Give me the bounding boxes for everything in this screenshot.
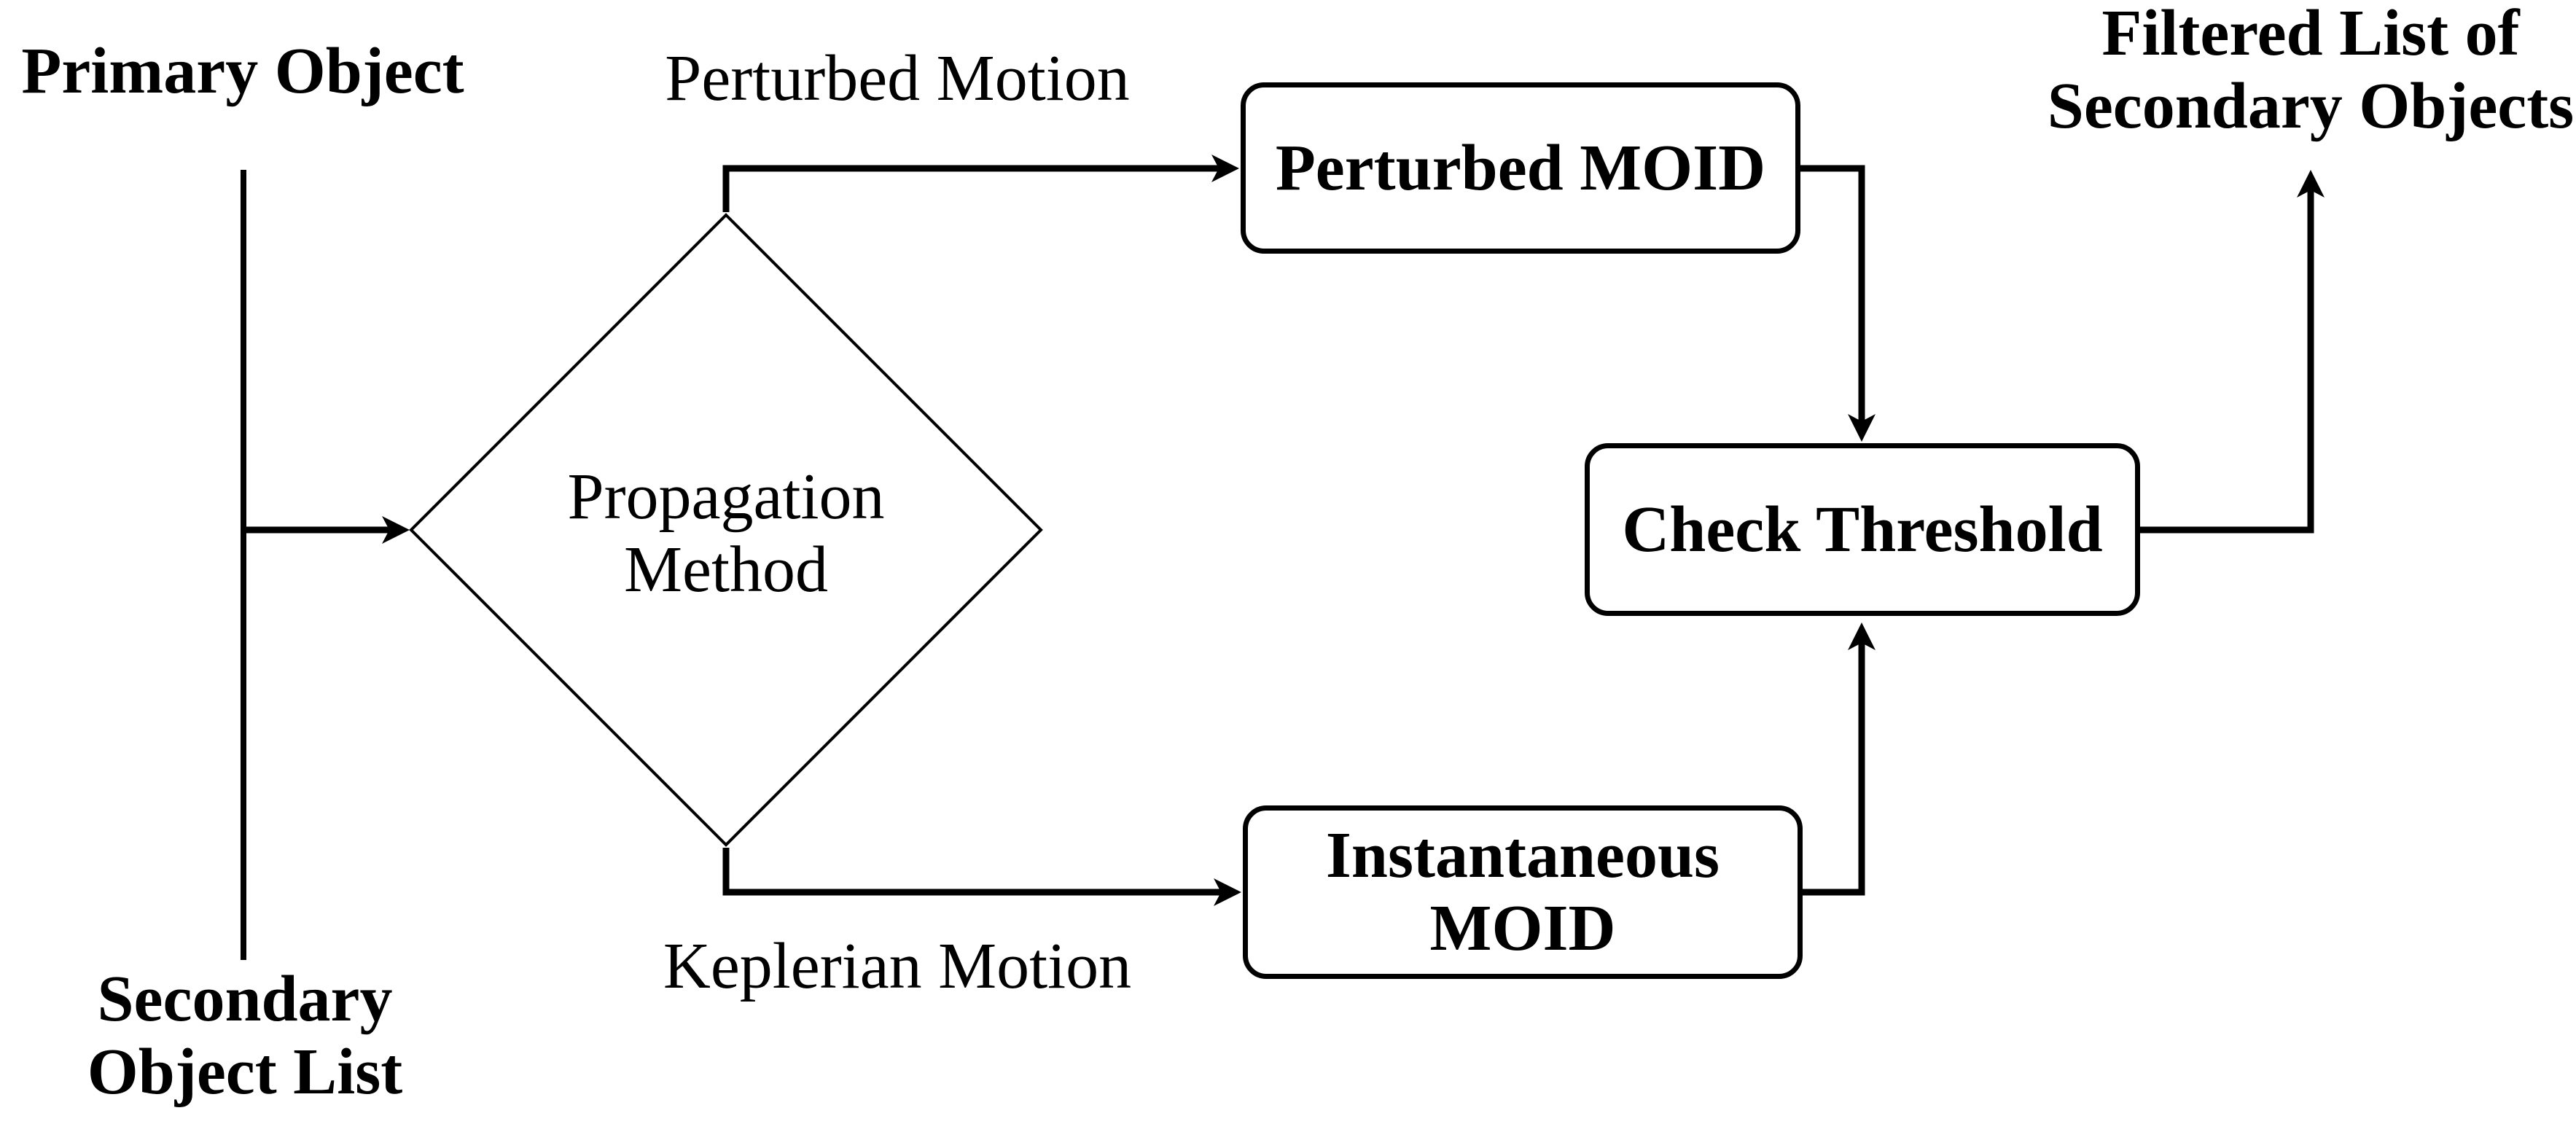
perturbed-motion-text: Perturbed Motion	[665, 42, 1130, 114]
primary-object-label: Primary Object	[21, 35, 464, 108]
arrow-check-to-output	[2138, 189, 2314, 534]
perturbed-moid-node: Perturbed MOID	[1241, 82, 1800, 254]
filtered-list-label: Filtered List of Secondary Objects	[2048, 0, 2574, 143]
propagation-method-label: Propagation Method	[568, 461, 885, 606]
keplerian-motion-label: Keplerian Motion	[663, 930, 1131, 1003]
secondary-object-list-line2: Object List	[87, 1036, 403, 1108]
arrow-perturbed-moid-to-check	[1799, 165, 1865, 423]
check-threshold-node: Check Threshold	[1585, 443, 2140, 616]
filtered-list-line2: Secondary Objects	[2047, 70, 2575, 142]
arrow-decision-to-perturbed-moid	[722, 165, 1220, 212]
decision-diamond-shape	[409, 213, 1043, 847]
arrowhead-check-to-output	[2297, 170, 2325, 198]
arrowhead-decision-to-perturbed-moid	[1211, 155, 1239, 182]
arrowhead-decision-to-instantaneous-moid	[1214, 878, 1241, 906]
primary-object-text: Primary Object	[21, 35, 464, 107]
secondary-object-list-label: Secondary Object List	[87, 963, 402, 1109]
propagation-method-line1: Propagation	[567, 461, 885, 533]
instantaneous-moid-node: Instantaneous MOID	[1243, 805, 1803, 979]
instantaneous-moid-line1: Instantaneous	[1325, 819, 1720, 891]
secondary-object-list-line1: Secondary	[97, 963, 393, 1035]
arrowhead-instantaneous-moid-to-check	[1848, 622, 1876, 650]
arrow-instantaneous-moid-to-check	[1799, 641, 1865, 896]
perturbed-moid-text: Perturbed MOID	[1275, 131, 1766, 204]
check-threshold-text: Check Threshold	[1622, 493, 2103, 566]
perturbed-motion-label: Perturbed Motion	[665, 42, 1129, 115]
keplerian-motion-text: Keplerian Motion	[663, 930, 1132, 1002]
arrow-decision-to-instantaneous-moid	[722, 848, 1222, 896]
arrowhead-perturbed-moid-to-check	[1848, 414, 1876, 442]
arrowhead-input-to-decision	[382, 516, 410, 544]
filtered-list-line1: Filtered List of	[2101, 0, 2520, 69]
instantaneous-moid-line2: MOID	[1429, 892, 1616, 964]
propagation-method-line2: Method	[624, 534, 828, 606]
